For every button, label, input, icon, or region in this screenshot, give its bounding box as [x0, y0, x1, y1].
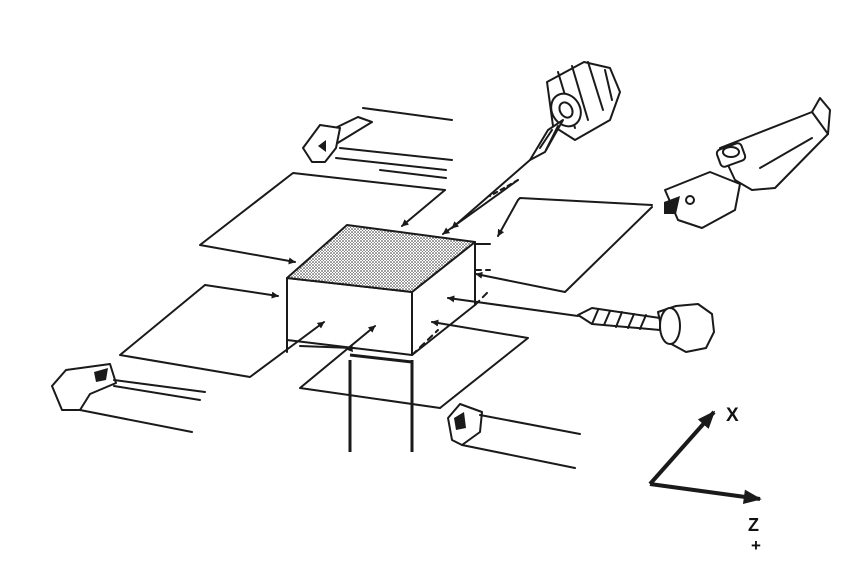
- turning-tool-icon: [302, 107, 453, 179]
- turning-tool-icon: [447, 403, 581, 469]
- axis-arrow-icon: [648, 410, 762, 504]
- spindle-support-icon: [299, 345, 414, 452]
- feed-path-bottom: [299, 319, 529, 409]
- feed-path-right-drill: [447, 295, 579, 317]
- feed-path-upper-left: [199, 172, 446, 265]
- z-axis-label: Z: [748, 515, 759, 535]
- z-axis-sign: +: [751, 536, 761, 555]
- turning-tool-icon: [51, 363, 206, 433]
- feed-path-lower-left: [119, 284, 325, 378]
- workpiece-block-icon: [286, 224, 476, 356]
- x-axis-label: X: [726, 405, 739, 426]
- feed-path-top-drill: [442, 159, 531, 235]
- drill-bit-icon: [577, 303, 715, 353]
- turning-tool-icon: [664, 97, 831, 229]
- drill-chuck-icon: [529, 61, 621, 161]
- feed-path-upper-right: [475, 197, 653, 293]
